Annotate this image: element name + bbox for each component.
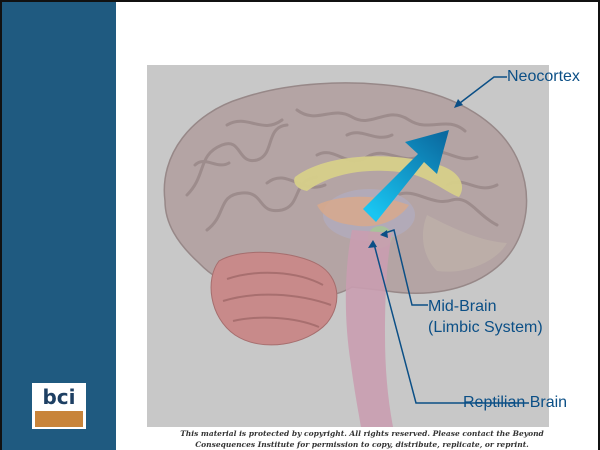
copyright-line-1: This material is protected by copyright.… [152, 428, 572, 439]
midbrain-label-line1: Mid-Brain [428, 297, 496, 316]
neocortex-arrowhead [454, 99, 463, 108]
reptilian-label: Reptilian Brain [463, 393, 567, 412]
midbrain-arrowhead [380, 230, 388, 238]
reptilian-arrowhead [368, 240, 377, 248]
neocortex-leader [456, 77, 507, 106]
evolution-arrow [363, 130, 449, 222]
neocortex-label: Neocortex [507, 67, 580, 86]
copyright-line-2: Consequences Institute for permission to… [152, 439, 572, 450]
copyright-notice: This material is protected by copyright.… [152, 428, 572, 450]
midbrain-label-line2: (Limbic System) [428, 318, 543, 337]
midbrain-leader [382, 230, 428, 305]
leader-lines [374, 77, 529, 403]
